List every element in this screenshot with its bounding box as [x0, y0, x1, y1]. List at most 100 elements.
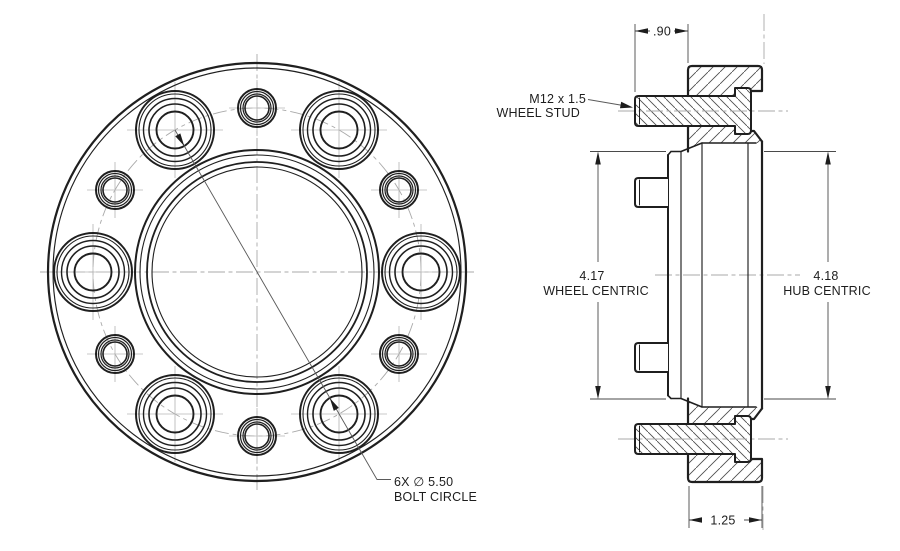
bottom-stud-hatch [635, 416, 751, 462]
center-bore-circle-2 [139, 154, 375, 390]
hole-ring [381, 172, 417, 208]
top-wheel-stud-outline [634, 87, 752, 135]
bolt-circle-leader-line [174, 129, 391, 480]
dim-extension-lines [764, 151, 836, 400]
bolt-circle-arrowhead-top [175, 133, 185, 147]
front-view: 6X ∅ 5.50 BOLT CIRCLE [40, 54, 477, 504]
hole-ring [60, 239, 126, 305]
bolt-hole-large [127, 366, 223, 462]
hole-ring [379, 334, 419, 374]
hole-ring [299, 90, 379, 170]
hole-ring [312, 103, 366, 157]
center-bore-circle-4 [151, 166, 363, 378]
section-view [618, 14, 800, 530]
hole-ring [306, 97, 372, 163]
dim-extension-lines [590, 151, 666, 400]
hole-ring [239, 90, 275, 126]
bolt-hole-small [87, 162, 143, 218]
hole-ring [95, 334, 135, 374]
lower-boss-outline [634, 342, 669, 373]
hole-ring [388, 239, 454, 305]
dim-wheel-centric: 4.17 WHEEL CENTRIC [543, 151, 666, 400]
hub-centric-label: HUB CENTRIC [783, 284, 871, 298]
label-wheel-stud: M12 x 1.5 WHEEL STUD [497, 92, 633, 120]
bottom-counterbore-void [751, 419, 762, 459]
hole-ring [135, 374, 215, 454]
hole-ring [237, 88, 277, 128]
bore-step-lines [680, 142, 749, 408]
hole-ring [237, 416, 277, 456]
hole-ring [239, 418, 275, 454]
bolt-hole-large [373, 224, 469, 320]
hole-ring [319, 110, 359, 150]
bolt-hole-large [291, 366, 387, 462]
hole-center-mark [127, 366, 223, 462]
arrowhead-left [635, 28, 648, 34]
bolt-circle-label-line1: 6X ∅ 5.50 [394, 475, 453, 489]
dim-hub-centric: 4.18 HUB CENTRIC [764, 151, 871, 400]
top-counterbore-void [751, 91, 762, 131]
bolt-hole-small [371, 162, 427, 218]
top-flange-outline [686, 64, 764, 153]
hole-ring [381, 232, 461, 312]
hole-ring [142, 97, 208, 163]
arrowhead-down [595, 386, 601, 399]
hole-ring [73, 252, 113, 292]
arrowhead-left [689, 517, 702, 523]
dim-thickness: 1.25 [688, 486, 763, 528]
dim-extension-lines [634, 24, 689, 92]
outer-rim-inner-circle [52, 67, 462, 477]
hub-centric-value: 4.18 [813, 269, 838, 283]
hole-ring [384, 235, 458, 309]
stud-label-line2: WHEEL STUD [497, 106, 581, 120]
hole-ring [401, 252, 441, 292]
stud-label-line1: M12 x 1.5 [529, 92, 586, 106]
hole-ring [53, 232, 133, 312]
bolt-circle-label-line2: BOLT CIRCLE [394, 490, 477, 504]
hole-ring [244, 423, 270, 449]
hole-ring [302, 93, 376, 167]
hole-ring [319, 394, 359, 434]
dim-stud-protrusion-value: .90 [653, 25, 671, 39]
hole-ring [155, 110, 195, 150]
hole-ring [386, 341, 412, 367]
hole-ring [102, 341, 128, 367]
annotations: .90 M12 x 1.5 WHEEL STUD 4.17 WHEEL CENT… [497, 24, 871, 528]
bolt-hole-small [371, 326, 427, 382]
hole-ring [242, 93, 272, 123]
hole-ring [66, 245, 120, 299]
arrowhead-right [675, 28, 688, 34]
hole-center-mark [291, 82, 387, 178]
arrowhead-up [825, 151, 831, 165]
hole-ring [384, 175, 414, 205]
hole-ring [95, 170, 135, 210]
hole-center-mark [373, 224, 469, 320]
bolt-hole-small [87, 326, 143, 382]
bottom-wheel-stud-outline [634, 415, 752, 463]
stud-leader-arrowhead [620, 101, 633, 109]
dim-extension-lines [688, 486, 763, 528]
hole-ring [148, 103, 202, 157]
hole-ring [381, 336, 417, 372]
hole-ring [100, 339, 130, 369]
hole-ring [97, 336, 133, 372]
hole-ring [306, 381, 372, 447]
outer-rim-circle [46, 61, 468, 483]
hole-ring [102, 177, 128, 203]
hole-ring [386, 177, 412, 203]
hole-ring [379, 170, 419, 210]
bolt-holes [45, 80, 469, 464]
bolt-hole-small [229, 408, 285, 464]
dim-thickness-value: 1.25 [710, 514, 735, 528]
arrowhead-up [595, 151, 601, 165]
flange-inner-faces [667, 142, 757, 408]
hole-ring [135, 90, 215, 170]
hole-ring [148, 387, 202, 441]
hole-ring [302, 377, 376, 451]
bolt-circle-arrowhead-bottom [329, 398, 339, 411]
arrowhead-right [749, 517, 762, 523]
wheel-centric-label: WHEEL CENTRIC [543, 284, 649, 298]
bolt-hole-small [229, 80, 285, 136]
center-bore-circle-1 [134, 149, 380, 395]
